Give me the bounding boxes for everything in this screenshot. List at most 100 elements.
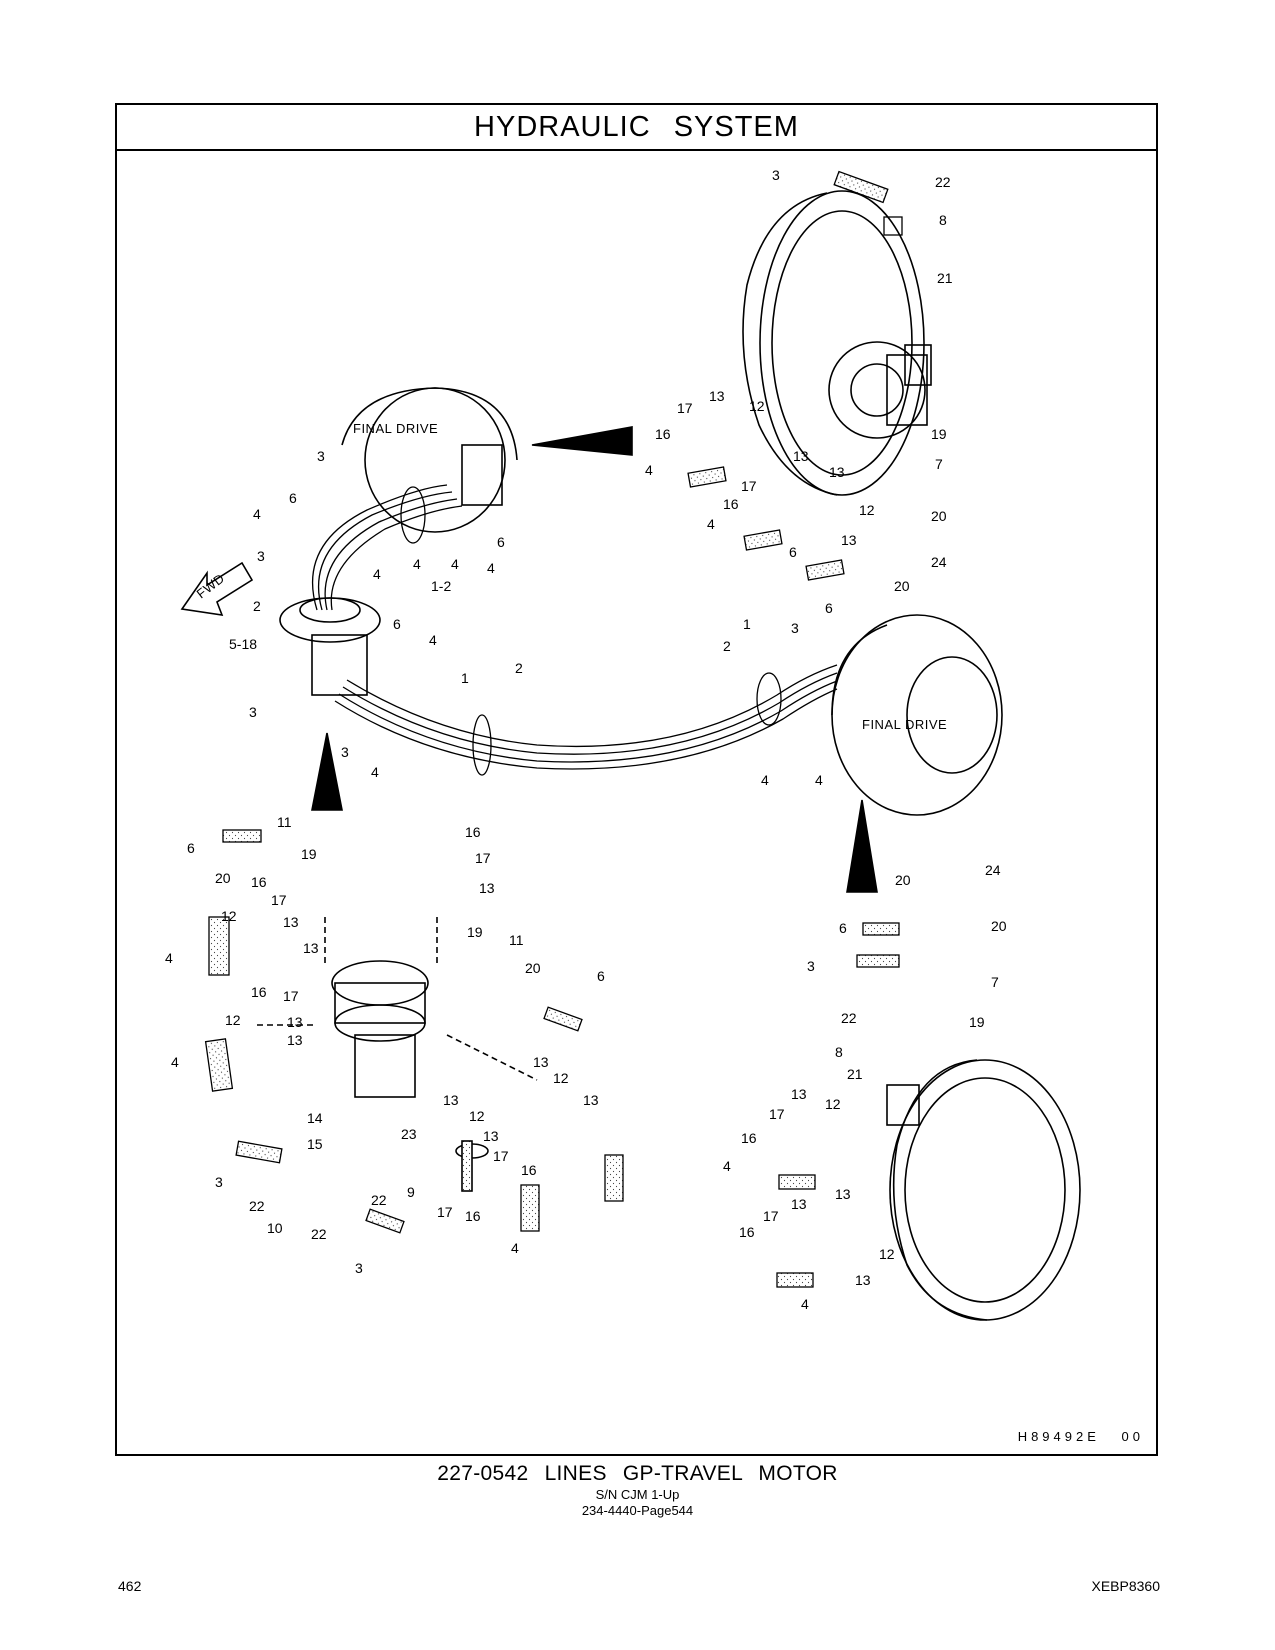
- callout: 4: [373, 566, 381, 582]
- document-id: XEBP8360: [1091, 1578, 1161, 1594]
- callout: 13: [829, 464, 845, 480]
- callout: 22: [841, 1010, 857, 1026]
- swivel-exploded: [257, 917, 538, 1192]
- callout: 22: [935, 174, 951, 190]
- callout: 24: [985, 862, 1001, 878]
- callout: 15: [307, 1136, 323, 1152]
- caption-reference: 234-4440-Page544: [581, 1503, 694, 1518]
- final-drive-bottom-right: [886, 1059, 1081, 1321]
- callout: 9: [407, 1184, 415, 1200]
- callout: 23: [401, 1126, 417, 1142]
- callout: 20: [525, 960, 541, 976]
- callout: 13: [479, 880, 495, 896]
- callout: 14: [307, 1110, 323, 1126]
- callout: 22: [371, 1192, 387, 1208]
- callout: 12: [469, 1108, 485, 1124]
- callout: 3: [341, 744, 349, 760]
- callout: 7: [991, 974, 999, 990]
- callout: 13: [709, 388, 725, 404]
- callout: 3: [355, 1260, 363, 1276]
- callout: 12: [825, 1096, 841, 1112]
- callout: 10: [267, 1220, 283, 1236]
- final-drive-label-right: FINAL DRIVE: [862, 717, 947, 732]
- callout: 17: [677, 400, 693, 416]
- final-drive-right-exploded: [742, 190, 932, 496]
- callout: 4: [413, 556, 421, 572]
- callout: 12: [879, 1246, 895, 1262]
- callout: 13: [855, 1272, 871, 1288]
- callout: 3: [215, 1174, 223, 1190]
- callout: 12: [225, 1012, 241, 1028]
- callout: 8: [835, 1044, 843, 1060]
- callout: 19: [467, 924, 483, 940]
- callout: 13: [835, 1186, 851, 1202]
- callout: 3: [772, 167, 780, 183]
- callout: 11: [277, 814, 292, 830]
- figure-id-rev: 00: [1121, 1429, 1144, 1444]
- callout: 22: [311, 1226, 327, 1242]
- callout: 4: [815, 772, 823, 788]
- callout: 13: [283, 914, 299, 930]
- callout: 2: [723, 638, 731, 654]
- callout: 20: [991, 918, 1007, 934]
- callout: 17: [763, 1208, 779, 1224]
- callout: 13: [287, 1032, 303, 1048]
- page-number: 462: [118, 1578, 142, 1594]
- callout: 13: [303, 940, 319, 956]
- callout: 6: [497, 534, 505, 550]
- callout: 13: [791, 1196, 807, 1212]
- callout: 4: [723, 1158, 731, 1174]
- callout: 4: [761, 772, 769, 788]
- fittings: [204, 170, 903, 1288]
- callout: 13: [791, 1086, 807, 1102]
- callout: 3: [791, 620, 799, 636]
- callout: 20: [895, 872, 911, 888]
- swivel-joint: [279, 597, 381, 696]
- callout: 4: [371, 764, 379, 780]
- callout: 6: [825, 600, 833, 616]
- callout: 19: [931, 426, 947, 442]
- callout: 3: [317, 448, 325, 464]
- hoses-upper: [311, 484, 463, 611]
- callout: 13: [483, 1128, 499, 1144]
- callout: 20: [215, 870, 231, 886]
- callout: 17: [283, 988, 299, 1004]
- callout: 16: [655, 426, 671, 442]
- callout: 13: [793, 448, 809, 464]
- fwd-arrow: [180, 561, 254, 616]
- callout: 17: [475, 850, 491, 866]
- callout: 1: [743, 616, 751, 632]
- callout: 4: [429, 632, 437, 648]
- callout: 7: [935, 456, 943, 472]
- callout: 4: [451, 556, 459, 572]
- callout: 24: [931, 554, 947, 570]
- callout: 17: [493, 1148, 509, 1164]
- callout: 6: [789, 544, 797, 560]
- callout: 13: [841, 532, 857, 548]
- figure-id-code: H89492E: [1017, 1429, 1100, 1444]
- final-drive-left: [341, 387, 518, 533]
- callout: 16: [251, 984, 267, 1000]
- callout: 12: [859, 502, 875, 518]
- callout: 4: [253, 506, 261, 522]
- callout: 22: [249, 1198, 265, 1214]
- diagram-header: HYDRAULIC SYSTEM: [117, 105, 1156, 151]
- callout: 19: [969, 1014, 985, 1030]
- hydraulic-lines-diagram: FINAL DRIVE FINAL DRIVE FWD 3 22 8 21 17…: [165, 167, 1081, 1321]
- callout: 16: [521, 1162, 537, 1178]
- callout: 4: [165, 950, 173, 966]
- hoses-long: [334, 664, 838, 776]
- callout: 19: [301, 846, 317, 862]
- callout: 12: [553, 1070, 569, 1086]
- callout: 4: [171, 1054, 179, 1070]
- callout: 21: [847, 1066, 863, 1082]
- callout: 16: [251, 874, 267, 890]
- callout: 3: [807, 958, 815, 974]
- callout: 6: [393, 616, 401, 632]
- callout: 13: [533, 1054, 549, 1070]
- diagram-frame: HYDRAULIC SYSTEM: [115, 103, 1158, 1456]
- figure-id: H89492E 00: [1018, 1429, 1144, 1444]
- callout: 1-2: [431, 578, 451, 594]
- callout: 4: [645, 462, 653, 478]
- callout: 11: [509, 932, 524, 948]
